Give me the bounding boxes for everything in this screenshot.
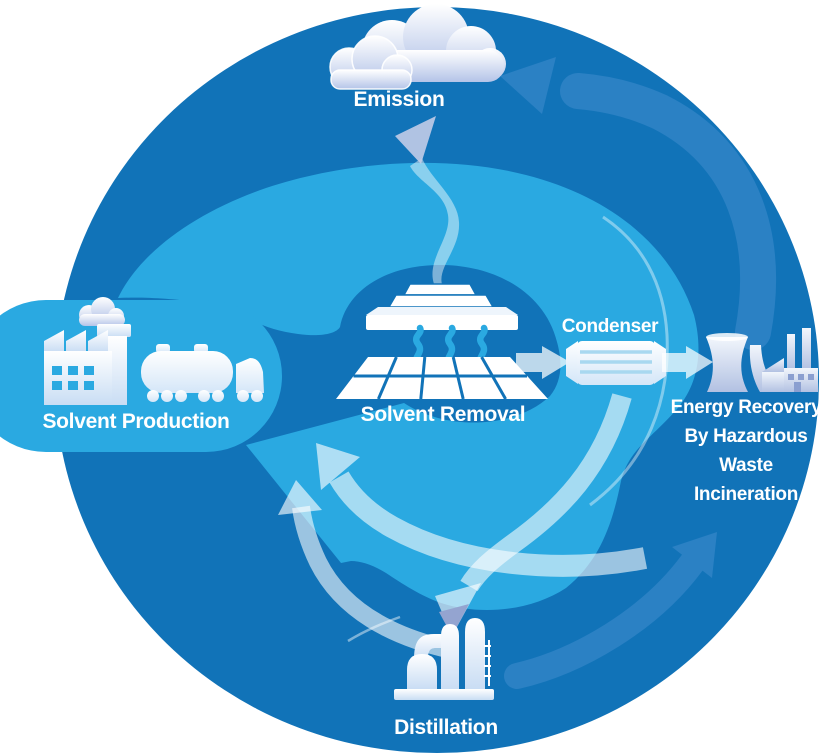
solvent-removal-label: Solvent Removal xyxy=(361,403,526,426)
factory-icon xyxy=(44,297,131,405)
distillation-column-icon xyxy=(394,618,494,700)
incinerator-plant-icon xyxy=(762,328,818,392)
cloud-small-icon xyxy=(329,35,413,90)
distillation-label: Distillation xyxy=(394,716,498,739)
tanker-truck-icon xyxy=(141,344,264,402)
swirl-highlight-line xyxy=(589,215,669,507)
arrow-distillation-to-removal-icon xyxy=(278,480,454,659)
smoke-cloud-icon xyxy=(79,297,125,326)
energy-recovery-line4: Incineration xyxy=(694,484,798,505)
emission-label: Emission xyxy=(354,88,445,111)
cooling-tower-icon xyxy=(706,333,783,392)
coating-hood-icon xyxy=(366,283,518,330)
solvent-production-bubble xyxy=(0,300,282,452)
condenser-label: Condenser xyxy=(562,316,659,337)
energy-recovery-line2: By Hazardous xyxy=(684,426,807,447)
ring-arrow-bottom-right-icon xyxy=(504,532,717,689)
tile-floor-icon xyxy=(336,356,548,400)
arrow-to-energy-icon xyxy=(662,346,713,379)
solvent-production-label: Solvent Production xyxy=(42,410,229,433)
energy-recovery-line1: Energy Recovery xyxy=(671,397,822,418)
arrow-recycled-solvent-icon xyxy=(316,443,648,577)
arrow-to-condenser-icon xyxy=(516,346,570,379)
energy-recovery-label: Energy Recovery By Hazardous Waste Incin… xyxy=(671,397,823,505)
ring-arrow-top-right-icon xyxy=(500,57,776,350)
energy-recovery-line3: Waste xyxy=(719,455,773,476)
condenser-icon xyxy=(566,341,666,385)
emission-wisp-arrow-icon xyxy=(395,116,460,292)
